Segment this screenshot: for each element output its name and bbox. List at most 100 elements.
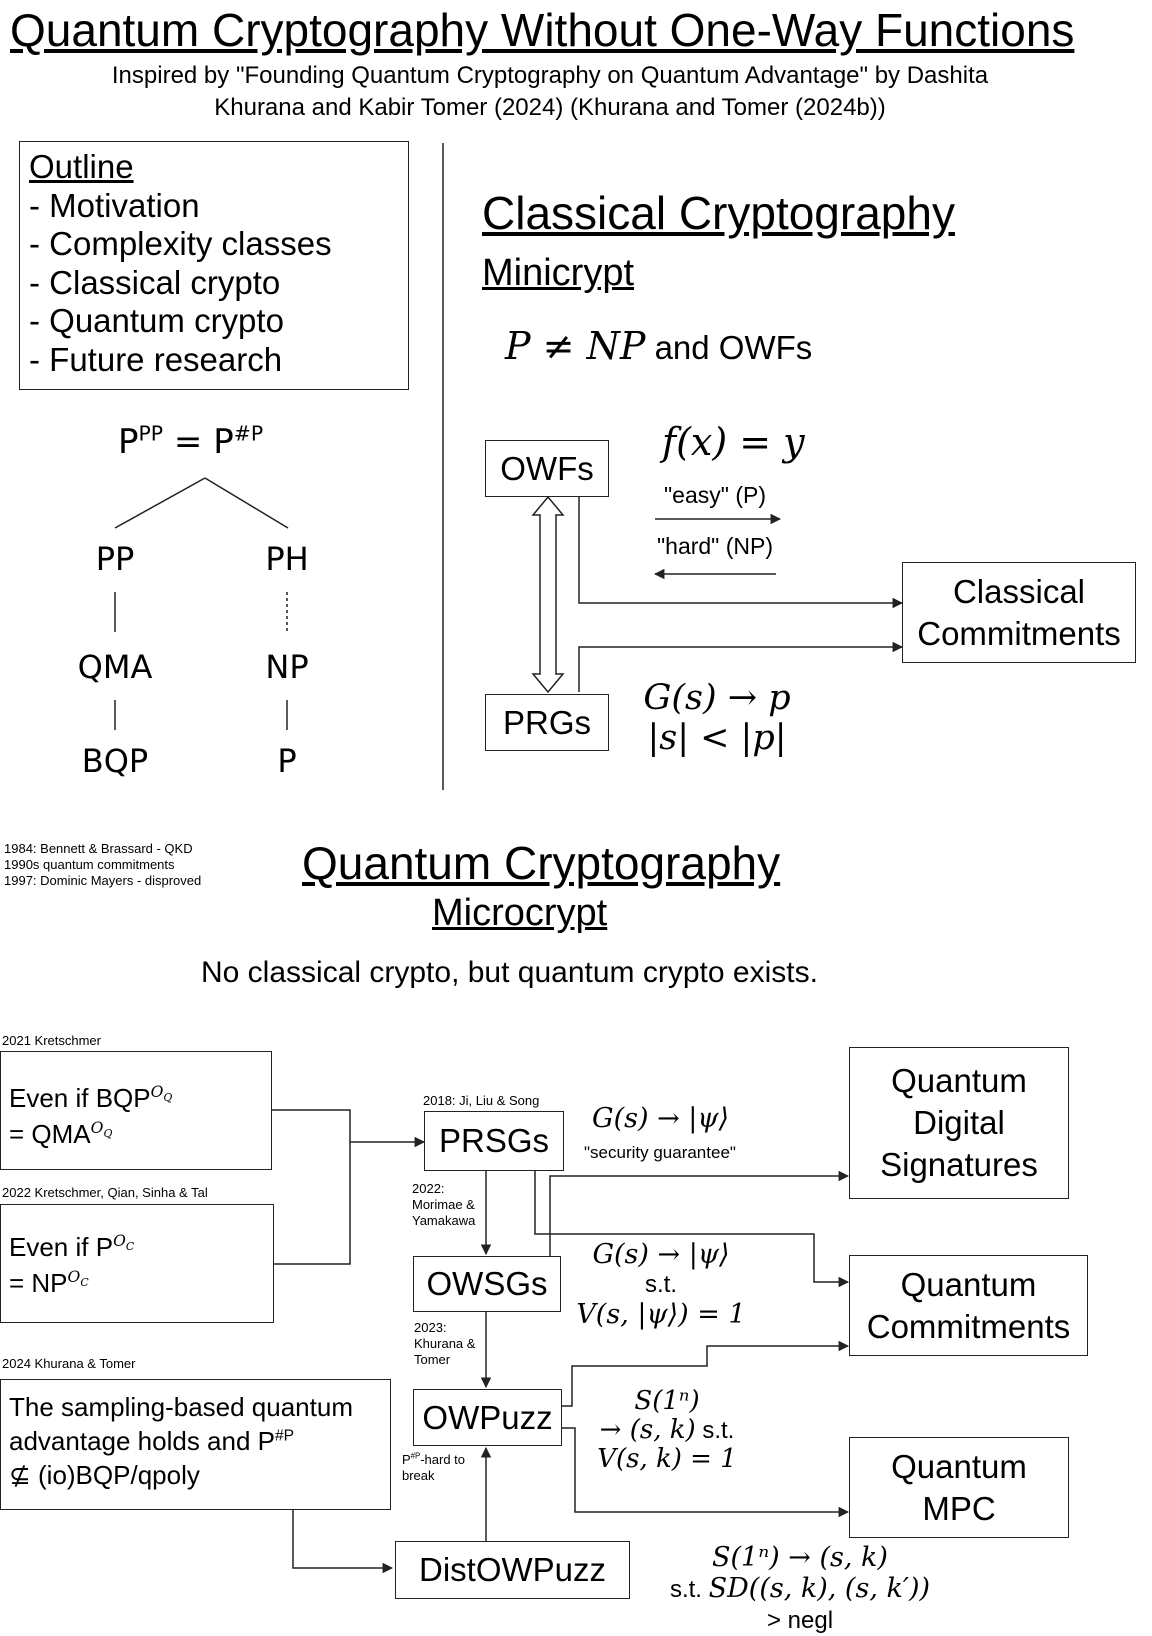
hard-label: "hard" (NP) [656, 533, 774, 559]
owsgs-cite-line: Yamakawa [412, 1213, 476, 1228]
owpuzz-cite-line: Khurana & [414, 1336, 476, 1351]
owpuzz-to-commitments-arrow [562, 1340, 850, 1407]
hard-to-break-note: P#P-hard to break [402, 1452, 465, 1484]
easy-label: "easy" (P) [664, 482, 766, 508]
commitments-line-2: Commitments [917, 614, 1121, 652]
outline-item: - Motivation [29, 186, 200, 224]
mpc-line: Quantum [891, 1447, 1027, 1485]
outline-item: - Complexity classes [29, 225, 332, 262]
class-qma: QMA [77, 648, 153, 686]
oracle-p-np-box: Even if POC = NPOC [0, 1204, 274, 1323]
dist-formula-line-3: > negl [766, 1607, 834, 1634]
owpuzz-formula-line-1: S(1ⁿ) [634, 1386, 700, 1416]
owfs-prgs-equivalence-arrow [531, 495, 565, 694]
tree-root-equation: PPP = P#P [118, 420, 263, 464]
hard-note-line-2: break [402, 1468, 435, 1483]
cite-2024: 2024 Khurana & Tomer [2, 1356, 136, 1371]
advantage-to-distowpuzz-arrow [292, 1510, 394, 1574]
dist-formula-line-1: S(1ⁿ) → (s, k) [712, 1542, 888, 1573]
oracle-q-line-2: = QMAOQ [9, 1119, 113, 1149]
classical-commitments-node: Classical Commitments [902, 562, 1136, 663]
oracle-q-to-prsgs-arrow [272, 1109, 426, 1148]
tree-edge-top-left [114, 477, 206, 529]
subtitle-line-1: Inspired by "Founding Quantum Cryptograp… [111, 62, 989, 89]
oracle-q-line-1: Even if BQPOQ [9, 1083, 173, 1113]
outline-item: - Classical crypto [29, 263, 281, 301]
owsgs-node: OWSGs [413, 1256, 561, 1312]
prsg-note: "security guarantee" [584, 1143, 736, 1162]
prg-formula-line-1: G(s) → p [643, 678, 791, 718]
oracle-c-line-2: = NPOC [9, 1268, 89, 1298]
condition-text: and OWFs [654, 329, 813, 366]
owpuzz-node: OWPuzz [413, 1389, 562, 1446]
quantum-tagline: No classical crypto, but quantum crypto … [201, 956, 818, 989]
distowpuzz-formula: S(1ⁿ) → (s, k) s.t. SD((s, k), (s, k′)) … [650, 1542, 950, 1636]
signatures-line: Signatures [880, 1146, 1038, 1183]
p-neq-np-formula: P ≠ NP [505, 324, 646, 368]
prsgs-to-commitments-arrow [534, 1168, 850, 1288]
owsg-formula: G(s) → |ψ⟩ s.t. V(s, |ψ⟩) = 1 [570, 1240, 752, 1330]
owpuzz-formula-line-3: V(s, k) = 1 [597, 1444, 737, 1474]
owpuzz-cite-line: 2023: [414, 1320, 447, 1335]
page-subtitle: Inspired by "Founding Quantum Cryptograp… [0, 60, 1100, 124]
class-np: NP [265, 648, 309, 686]
prg-formula-line-2: |s| < |p| [647, 718, 787, 758]
class-ph: PH [265, 540, 309, 578]
distowpuzz-node: DistOWPuzz [395, 1541, 630, 1599]
owsgs-cite-line: 2022: [412, 1181, 445, 1196]
quantum-advantage-box: The sampling-based quantum advantage hol… [0, 1379, 391, 1510]
prg-formula: G(s) → p |s| < |p| [622, 678, 812, 758]
mpc-line: MPC [922, 1489, 996, 1527]
tree-edge-top-right [204, 477, 289, 529]
tree-root-equals: = [173, 422, 203, 462]
owpuzz-formula-line-2: → (s, k) s.t. [599, 1415, 735, 1445]
cite-2022: 2022 Kretschmer, Qian, Sinha & Tal [2, 1185, 208, 1200]
q-commitments-line: Quantum [900, 1265, 1037, 1303]
prgs-node: PRGs [485, 694, 609, 751]
history-notes: 1984: Bennett & Brassard - QKD 1990s qua… [4, 841, 201, 889]
owsgs-cite-line: Morimae & [412, 1197, 475, 1212]
cite-2021: 2021 Kretschmer [2, 1033, 101, 1048]
classical-title: Classical Cryptography [482, 187, 955, 239]
class-p: P [277, 742, 297, 780]
owsg-formula-line-3: V(s, |ψ⟩) = 1 [576, 1299, 746, 1330]
page-title: Quantum Cryptography Without One-Way Fun… [10, 4, 1075, 56]
tree-root-left: PPP [118, 421, 164, 462]
advantage-line-1: The sampling-based quantum [9, 1392, 353, 1422]
owsg-formula-line-2: s.t. [644, 1271, 677, 1298]
outline-item: - Quantum crypto [29, 302, 284, 339]
classical-condition: P ≠ NP and OWFs [505, 324, 812, 368]
prsg-formula: G(s) → |ψ⟩ [592, 1103, 730, 1134]
subtitle-line-2: Khurana and Kabir Tomer (2024) (Khurana … [214, 94, 886, 121]
class-bqp: BQP [81, 742, 149, 780]
outline-box: Outline - Motivation - Complexity classe… [19, 141, 409, 390]
quantum-title: Quantum Cryptography [302, 837, 781, 889]
history-note: 1990s quantum commitments [4, 857, 175, 872]
signatures-line: Quantum [891, 1062, 1027, 1099]
owfs-to-commitments-arrow [578, 494, 904, 609]
prsgs-cite: 2018: Ji, Liu & Song [423, 1093, 540, 1108]
quantum-commitments-node: Quantum Commitments [849, 1255, 1088, 1356]
quantum-mpc-node: Quantum MPC [849, 1437, 1069, 1538]
class-pp: PP [95, 540, 135, 578]
commitments-line-1: Classical [952, 572, 1086, 610]
owpuzz-cite: 2023: Khurana & Tomer [414, 1320, 475, 1368]
prgs-to-commitments-arrow [578, 641, 904, 692]
advantage-line-3: ⊈ (io)BQP/qpoly [9, 1460, 200, 1490]
history-note: 1997: Dominic Mayers - disproved [4, 873, 202, 888]
oracle-c-to-prsgs-arrow [274, 1142, 351, 1265]
quantum-subtitle: Microcrypt [432, 892, 608, 934]
quantum-digital-signatures-node: Quantum Digital Signatures [849, 1047, 1069, 1199]
owsg-formula-line-1: G(s) → |ψ⟩ [592, 1239, 730, 1270]
owf-formula: f(x) = y [662, 420, 805, 464]
oracle-bqp-qma-box: Even if BQPOQ = QMAOQ [0, 1051, 272, 1170]
tree-root-right: P#P [213, 421, 264, 462]
owpuzz-cite-line: Tomer [414, 1352, 451, 1367]
owpuzz-to-mpc-arrow [562, 1427, 850, 1518]
history-note: 1984: Bennett & Brassard - QKD [4, 841, 193, 856]
prsgs-node: PRSGs [424, 1111, 564, 1171]
advantage-line-2: advantage holds and P#P [9, 1426, 295, 1456]
owsgs-cite: 2022: Morimae & Yamakawa [412, 1181, 475, 1229]
outline-item: - Future research [29, 340, 283, 378]
